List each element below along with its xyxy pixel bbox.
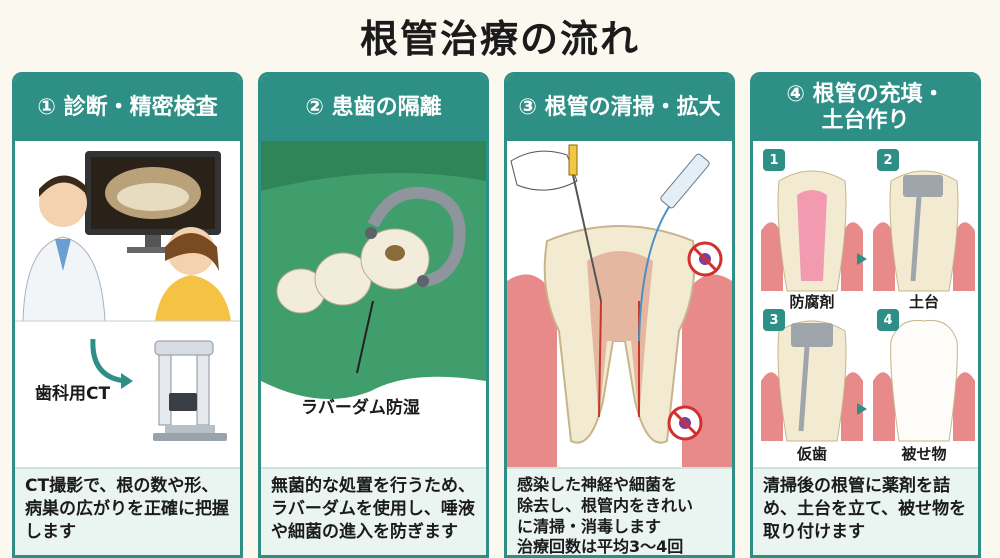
panel-heading: ④ 根管の充填・ 土台作り — [753, 75, 978, 141]
page-title: 根管治療の流れ — [359, 17, 640, 61]
ct-label: 歯科用CT — [35, 384, 111, 404]
panel-heading: ② 患歯の隔離 — [261, 75, 486, 141]
panel-description: 無菌的な処置を行うため、ラバーダムを使用し、唾液や細菌の進入を防ぎます — [261, 467, 486, 555]
step-label: 仮歯 — [796, 445, 827, 463]
heading-line: 土台作り — [821, 108, 910, 133]
panel-heading: ③ 根管の清掃・拡大 — [507, 75, 732, 141]
description-line: 感染した神経や細菌を — [517, 475, 678, 494]
step-panel-diagnosis: ① 診断・精密検査 — [12, 72, 243, 558]
description-line: に清掃・消毒します — [517, 516, 662, 536]
step-number: 2 — [877, 149, 899, 171]
panel-illustration: ラバーダム防湿 — [261, 141, 486, 467]
step-number: 4 — [877, 309, 899, 331]
rubber-dam-illustration — [261, 141, 486, 399]
diagnosis-illustration — [15, 151, 240, 441]
description-line: 除去し、根管内をきれい — [517, 495, 694, 515]
step-label: 被せ物 — [901, 445, 947, 463]
step-label: 土台 — [908, 293, 939, 311]
root-canal-cleaning-illustration — [507, 144, 732, 467]
panel-illustration: 歯科用CT — [15, 141, 240, 467]
panel-description: 清掃後の根管に薬剤を詰め、土台を立て、被せ物を取り付けます — [753, 467, 978, 555]
panel-illustration: 1 2 3 4 防腐剤 土台 仮歯 被せ物 — [753, 141, 978, 467]
filling-steps-illustration — [761, 170, 975, 442]
step-panel-filling: ④ 根管の充填・ 土台作り — [750, 72, 981, 558]
rubber-dam-label: ラバーダム防湿 — [301, 398, 420, 418]
step-panel-cleaning: ③ 根管の清掃・拡大 感染した神経や細菌を — [504, 72, 735, 558]
step-label: 防腐剤 — [789, 293, 835, 311]
description-line: 治療回数は平均3〜4回 — [517, 537, 684, 557]
step-panel-isolation: ② 患歯の隔離 ラバーダム防湿 無菌的な処置を行うため、ラバーダムを使用し、唾液… — [258, 72, 489, 558]
panel-heading: ① 診断・精密検査 — [15, 75, 240, 141]
panel-description: CT撮影で、根の数や形、病巣の広がりを正確に把握します — [15, 467, 240, 555]
step-number: 1 — [763, 149, 785, 171]
step-number: 3 — [763, 309, 785, 331]
heading-line: ④ 根管の充填・ — [786, 81, 945, 107]
panel-description: 感染した神経や細菌を 除去し、根管内をきれい に清掃・消毒します 治療回数は平均… — [507, 467, 732, 557]
panel-illustration — [507, 141, 732, 467]
